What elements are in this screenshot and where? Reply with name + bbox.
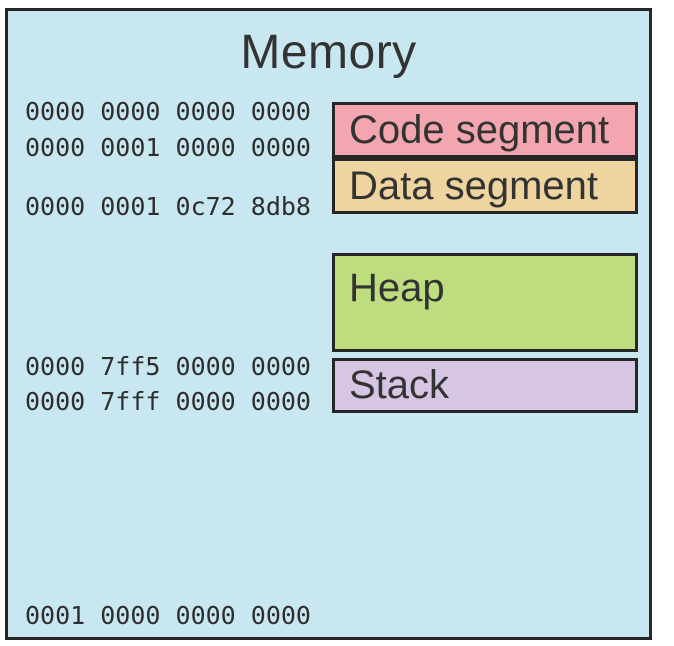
segment-heap: Heap [332,253,638,352]
segment-data-label: Data segment [349,163,599,208]
address-label-stack-start: 0000 7ff5 0000 0000 [25,352,311,381]
address-label-stack-end: 0000 7fff 0000 0000 [25,387,311,416]
segment-code-label: Code segment [349,107,610,152]
segment-stack: Stack [332,358,638,413]
address-label-memory-end: 0001 0000 0000 0000 [25,601,311,630]
page-title: Memory [240,26,417,79]
memory-diagram: Memory 0000 0000 0000 0000 0000 0001 000… [5,8,652,640]
address-label-data-end: 0000 0001 0c72 8db8 [25,192,311,221]
segment-heap-label: Heap [349,266,445,310]
segment-data: Data segment [332,158,638,214]
address-label-code-start: 0000 0000 0000 0000 [25,97,311,126]
segment-stack-label: Stack [349,363,450,407]
segment-code: Code segment [332,102,638,158]
address-label-code-end: 0000 0001 0000 0000 [25,133,311,162]
